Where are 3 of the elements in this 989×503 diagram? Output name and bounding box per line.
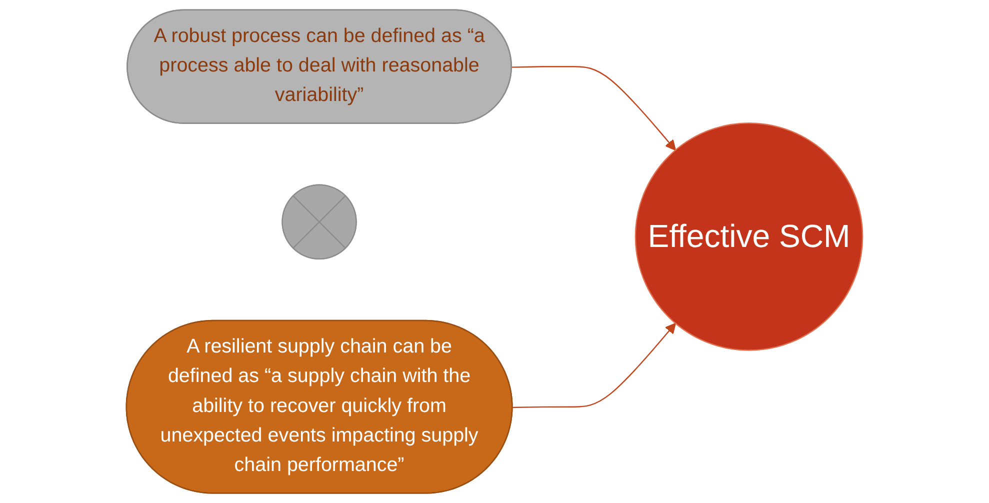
arrow xyxy=(512,66,676,151)
arrow xyxy=(512,322,676,408)
node-circle: Effective SCM xyxy=(634,122,864,351)
